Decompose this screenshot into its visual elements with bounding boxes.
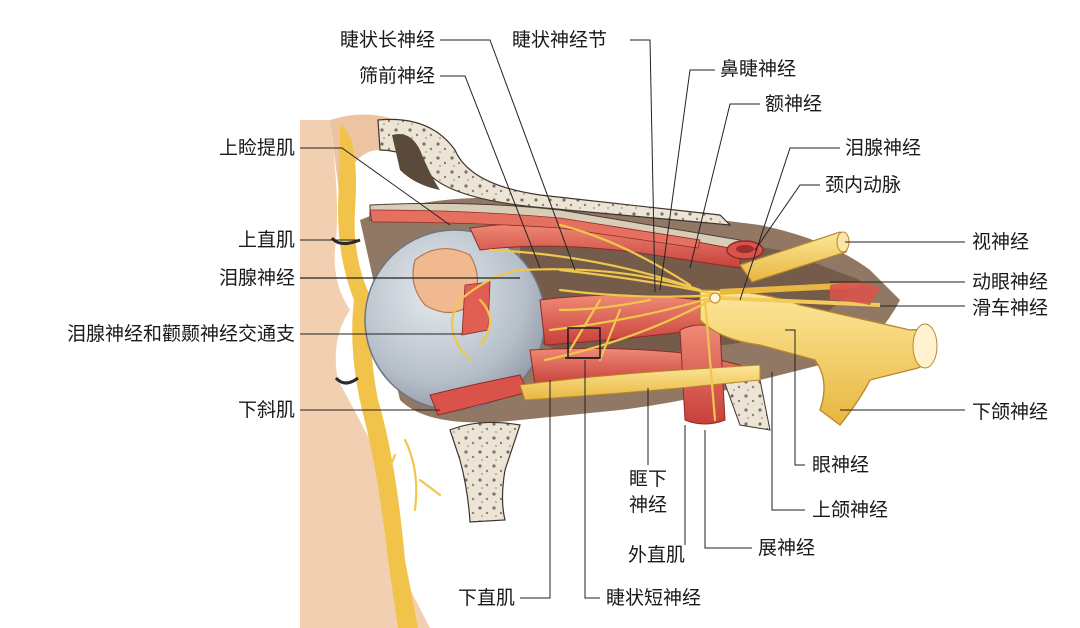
- label-lateral-rectus: 外直肌: [628, 544, 686, 566]
- label-lacrimal-nerve-left: 泪腺神经: [218, 267, 295, 289]
- label-infraorbital-nerve: 眶下 神经: [618, 466, 678, 518]
- levator-muscle: [369, 209, 701, 249]
- label-inferior-rectus: 下直肌: [457, 587, 515, 609]
- eyelid-lashes: [330, 236, 361, 385]
- label-maxillary-nerve: 上颌神经: [812, 499, 889, 521]
- label-internal-carotid: 颈内动脉: [825, 174, 902, 196]
- label-abducens-nerve: 展神经: [758, 537, 816, 559]
- label-levator-palpebrae: 上睑提肌: [218, 137, 295, 159]
- ciliary-ganglion-node: [709, 292, 721, 304]
- label-optic-nerve: 视神经: [972, 231, 1030, 253]
- label-ciliary-ganglion: 睫状神经节: [512, 29, 608, 51]
- trigeminal-ganglion-end: [912, 323, 938, 369]
- face-fat-layer: [338, 125, 418, 628]
- label-ophthalmic-nerve: 眼神经: [812, 454, 870, 476]
- label-infraorbital-line2: 神经: [628, 494, 667, 516]
- label-ciliary-long-nerve: 睫状长神经: [339, 29, 435, 51]
- label-oculomotor-nerve: 动眼神经: [972, 271, 1049, 293]
- trigeminal-nerve: [699, 289, 932, 426]
- label-mandibular-nerve: 下颌神经: [972, 401, 1049, 423]
- ciliary-ganglion-box: [565, 327, 601, 359]
- label-superior-rectus: 上直肌: [237, 229, 295, 251]
- label-ethmoid-anterior-nerve: 筛前神经: [358, 65, 435, 87]
- face-profile: [300, 120, 430, 628]
- frontal-sinus: [392, 134, 440, 190]
- label-communicating-branch: 泪腺神经和颧颞神经交通支: [66, 323, 295, 345]
- label-inferior-oblique: 下斜肌: [237, 399, 295, 421]
- label-ciliary-short-nerve: 睫状短神经: [606, 587, 702, 609]
- maxillary-bone: [449, 421, 521, 523]
- label-nasociliary-nerve: 鼻睫神经: [720, 58, 797, 80]
- label-frontal-nerve: 额神经: [765, 93, 823, 115]
- trochlear-nerve-fiber: [719, 296, 881, 307]
- carotid-lumen: [736, 245, 754, 253]
- infraorbital-nerve: [519, 364, 761, 401]
- leader-lines: [300, 39, 965, 599]
- label-infraorbital-line1: 眶下: [628, 468, 667, 490]
- label-trochlear-nerve: 滑车神经: [972, 297, 1049, 319]
- red-muscle-stub: [830, 282, 880, 305]
- label-lacrimal-nerve-top: 泪腺神经: [845, 137, 922, 159]
